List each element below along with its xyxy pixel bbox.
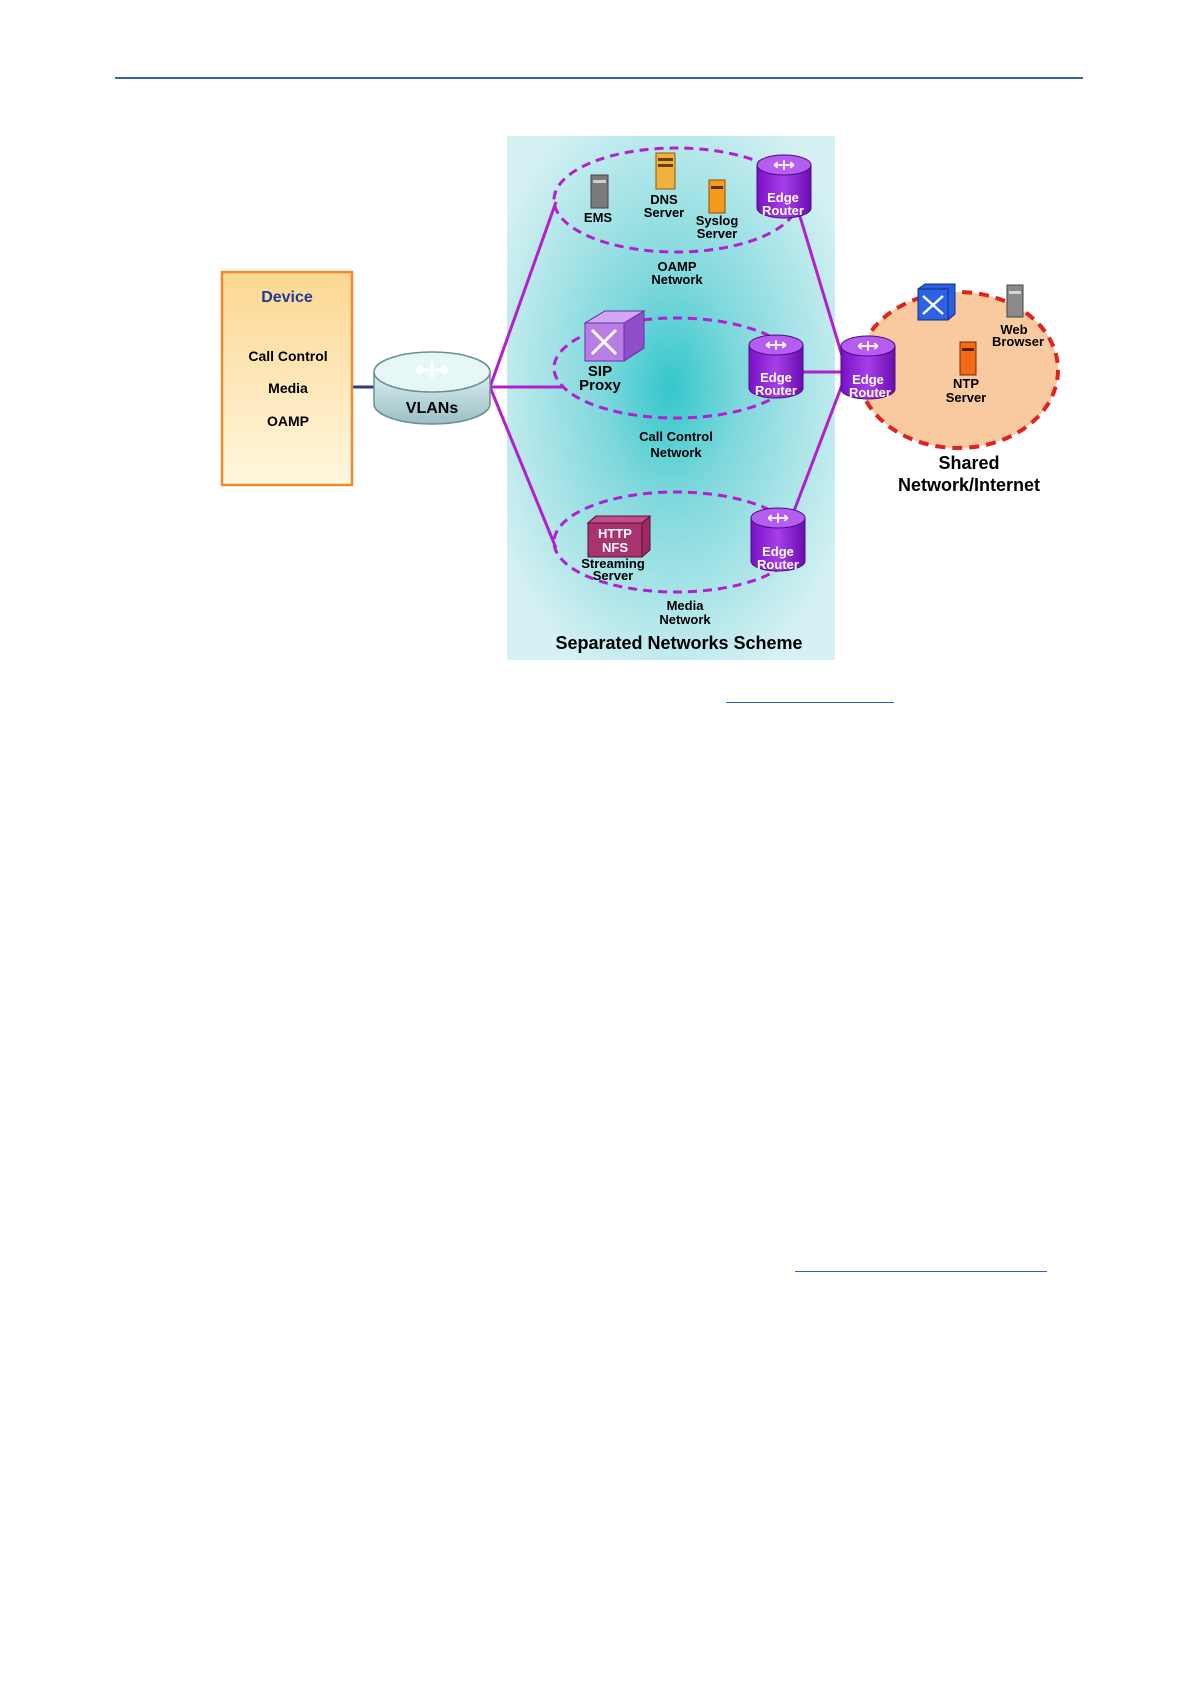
vlans-router: VLANs bbox=[374, 352, 490, 424]
call-control-network-label-line1: Call Control bbox=[639, 429, 713, 444]
vlans-label: VLANs bbox=[406, 400, 459, 417]
cc-router-label-line2: Router bbox=[755, 383, 797, 398]
shared-title-line2: Network/Internet bbox=[898, 475, 1040, 495]
web-browser-icon bbox=[1007, 285, 1023, 317]
ntp-label-line1: NTP bbox=[953, 376, 979, 391]
media-router-label-line2: Router bbox=[757, 557, 799, 572]
ems-label: EMS bbox=[584, 210, 613, 225]
shared-router-label-line2: Router bbox=[849, 385, 891, 400]
streaming-label-line2: Server bbox=[593, 568, 633, 583]
media-edge-router-icon bbox=[768, 513, 788, 523]
device-item-call-control: Call Control bbox=[248, 348, 327, 364]
shared-edge-router: Edge Router bbox=[841, 336, 895, 400]
oamp-network-label-line2: Network bbox=[651, 272, 703, 287]
syslog-label-line2: Server bbox=[697, 226, 737, 241]
http-label: HTTP bbox=[598, 526, 632, 541]
call-control-edge-router-icon bbox=[766, 340, 786, 350]
call-control-edge-router: Edge Router bbox=[749, 335, 803, 398]
shared-edge-router-icon bbox=[858, 341, 878, 351]
sip-label-line2: Proxy bbox=[579, 377, 621, 394]
device-title: Device bbox=[261, 289, 313, 306]
cross-reference-link-2[interactable] bbox=[795, 1257, 1047, 1272]
oamp-edge-router: Edge Router bbox=[757, 155, 811, 218]
web-label-line2: Browser bbox=[992, 334, 1044, 349]
media-edge-router: Edge Router bbox=[751, 508, 805, 572]
dns-label-line2: Server bbox=[644, 205, 684, 220]
cross-reference-link[interactable] bbox=[726, 688, 894, 703]
media-network-label-line2: Network bbox=[659, 612, 711, 627]
device-item-media: Media bbox=[268, 380, 308, 396]
call-control-network-label-line2: Network bbox=[650, 445, 702, 460]
oamp-edge-router-icon bbox=[774, 160, 794, 170]
separated-networks-title: Separated Networks Scheme bbox=[555, 633, 802, 653]
device-item-oamp: OAMP bbox=[267, 413, 309, 429]
ntp-label-line2: Server bbox=[946, 390, 986, 405]
oamp-router-label-line2: Router bbox=[762, 203, 804, 218]
device-box: Device Call Control Media OAMP bbox=[222, 272, 352, 485]
shared-switch bbox=[918, 284, 955, 320]
ems-server-icon bbox=[591, 175, 608, 208]
shared-title-line1: Shared bbox=[938, 453, 999, 473]
media-network-label-line1: Media bbox=[667, 598, 705, 613]
ntp-server-icon bbox=[960, 342, 976, 375]
nfs-label: NFS bbox=[602, 540, 628, 555]
syslog-server-icon bbox=[709, 180, 725, 213]
